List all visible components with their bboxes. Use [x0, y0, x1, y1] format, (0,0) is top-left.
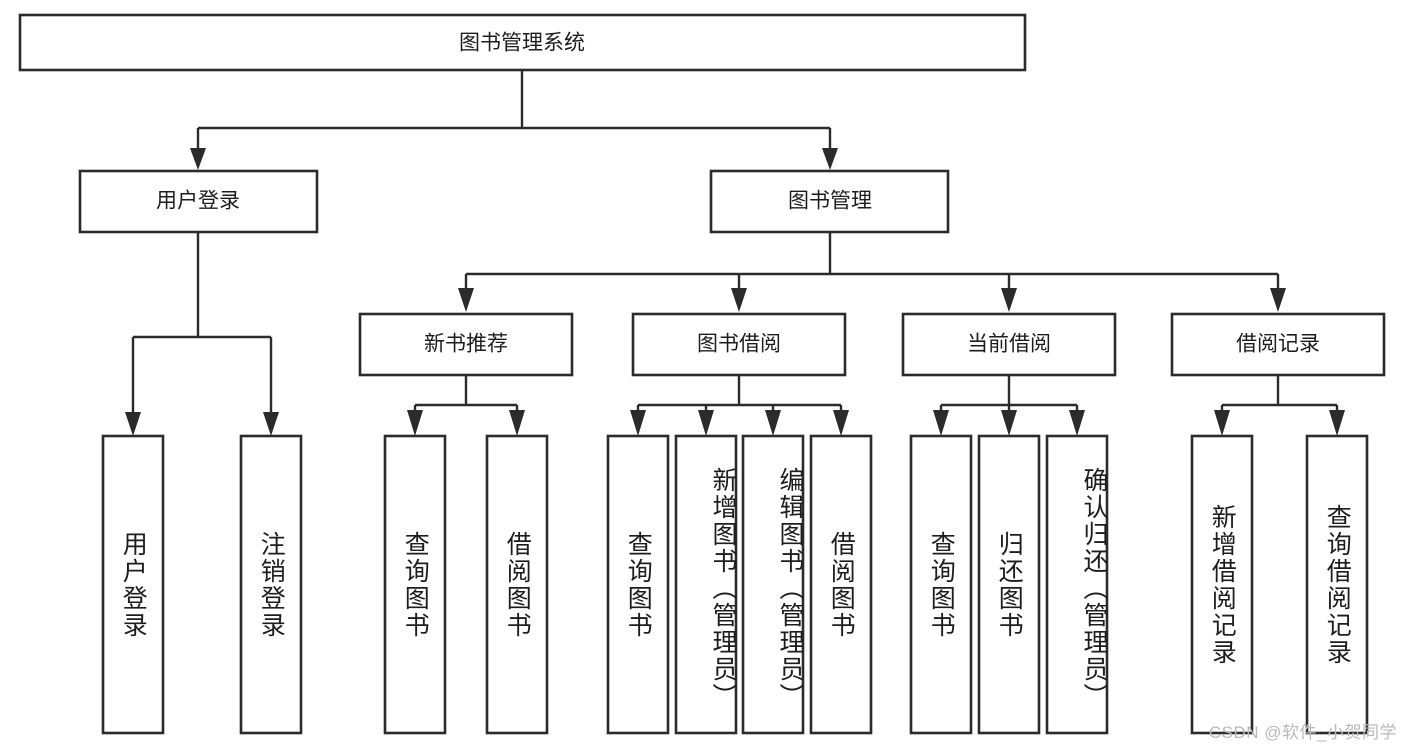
arrow-to-leaf-query-book-1: [407, 410, 423, 436]
leaf-borrow-book-1-box[interactable]: [485, 434, 549, 735]
node-book-borrow-label: 图书借阅: [697, 333, 781, 356]
node-user-login-label: 用户登录: [156, 190, 240, 213]
node-borrow-record[interactable]: 借阅记录: [1170, 312, 1386, 377]
arrow-to-leaf-borrow-book-1: [509, 410, 525, 436]
arrow-to-leaf-query-book-2: [630, 410, 646, 436]
arrow-to-borrow-record: [1270, 288, 1286, 312]
leaf-query-record-box[interactable]: [1305, 434, 1369, 735]
node-current-borrow[interactable]: 当前借阅: [901, 312, 1117, 377]
leaf-user-login-box[interactable]: [101, 434, 165, 735]
node-book-borrow[interactable]: 图书借阅: [631, 312, 847, 377]
node-book-manage-box[interactable]: [709, 169, 950, 234]
connector-group: [125, 70, 1345, 436]
leaf-add-record-box[interactable]: [1190, 434, 1254, 735]
arrow-to-leaf-user-logout: [263, 412, 279, 436]
node-root-box[interactable]: [18, 13, 1027, 72]
leaf-boxes-group: [101, 434, 1369, 735]
arrow-to-current-borrow: [1001, 288, 1017, 312]
node-book-manage-label: 图书管理: [788, 190, 872, 213]
arrow-to-leaf-query-record: [1329, 410, 1345, 436]
leaf-query-book-2-box[interactable]: [606, 434, 670, 735]
node-current-borrow-label: 当前借阅: [967, 333, 1051, 356]
arrow-to-user-login: [190, 148, 206, 170]
arrow-to-leaf-confirm-return: [1069, 410, 1085, 436]
arrow-to-leaf-add-record: [1214, 410, 1230, 436]
arrow-to-book-borrow: [731, 288, 747, 312]
node-book-borrow-box[interactable]: [631, 312, 847, 377]
arrow-to-new-book-recommend: [458, 288, 474, 312]
leaf-edit-book-box[interactable]: [741, 434, 805, 735]
node-new-book-recommend[interactable]: 新书推荐: [358, 312, 574, 377]
leaf-borrow-book-2-box[interactable]: [809, 434, 873, 735]
leaf-confirm-return-box[interactable]: [1045, 434, 1109, 735]
node-current-borrow-box[interactable]: [901, 312, 1117, 377]
arrow-to-book-manage: [822, 148, 838, 170]
node-new-book-recommend-label: 新书推荐: [424, 333, 508, 356]
arrow-to-leaf-return-book: [1001, 410, 1017, 436]
csdn-watermark: CSDN @软件_小贺同学: [1208, 723, 1397, 742]
node-borrow-record-label: 借阅记录: [1236, 333, 1320, 356]
leaf-return-book-box[interactable]: [977, 434, 1041, 735]
arrow-to-leaf-user-login: [125, 412, 141, 436]
node-root-label: 图书管理系统: [459, 32, 585, 55]
arrow-to-leaf-edit-book: [765, 410, 781, 436]
node-book-manage[interactable]: 图书管理: [709, 169, 950, 234]
leaf-user-logout-box[interactable]: [239, 434, 303, 735]
node-new-book-recommend-box[interactable]: [358, 312, 574, 377]
node-user-login-box[interactable]: [78, 169, 319, 234]
leaf-query-book-3-box[interactable]: [909, 434, 973, 735]
node-user-login[interactable]: 用户登录: [78, 169, 319, 234]
node-root[interactable]: 图书管理系统: [18, 13, 1027, 72]
leaf-query-book-1-box[interactable]: [383, 434, 447, 735]
arrow-to-leaf-query-book-3: [933, 410, 949, 436]
arrow-to-leaf-borrow-book-2: [833, 410, 849, 436]
node-borrow-record-box[interactable]: [1170, 312, 1386, 377]
leaf-add-book-box[interactable]: [674, 434, 738, 735]
arrow-to-leaf-add-book: [698, 410, 714, 436]
